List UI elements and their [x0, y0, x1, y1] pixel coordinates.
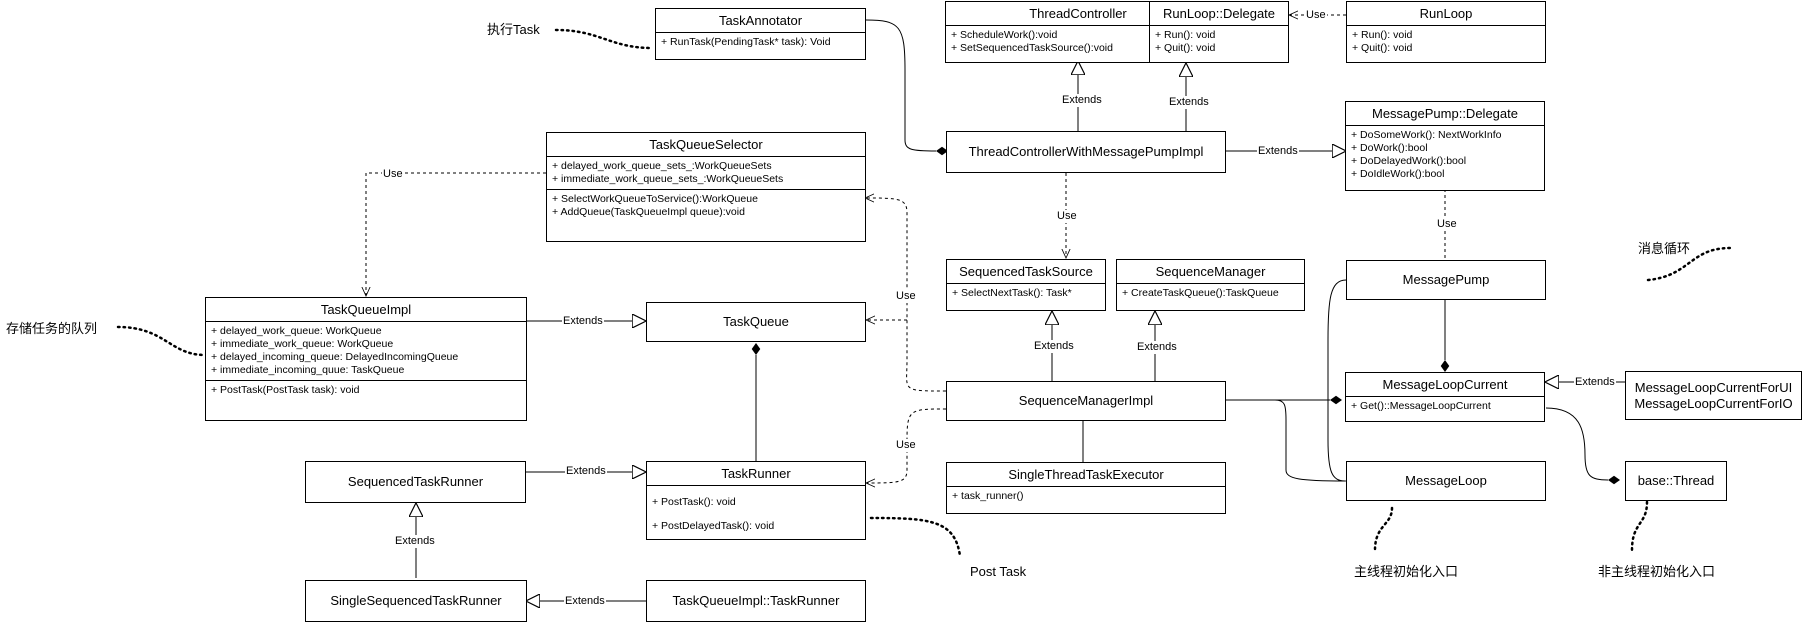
class-base-thread: base::Thread — [1625, 461, 1727, 501]
label-queue-impl-extends: Extends — [562, 315, 604, 328]
label-pump-use: Use — [1436, 218, 1458, 231]
class-title: RunLoop::Delegate — [1150, 2, 1288, 26]
class-title: SingleThreadTaskExecutor — [947, 463, 1225, 487]
class-title: TaskQueueSelector — [547, 133, 865, 157]
label-loop-current-extends: Extends — [1574, 376, 1616, 389]
class-task-queue-impl: TaskQueueImpl + delayed_work_queue: Work… — [205, 297, 527, 421]
label-extends-runloop-delegate: Extends — [1168, 96, 1210, 109]
class-title: TaskQueueImpl — [206, 298, 526, 322]
label-selector-use: Use — [382, 168, 404, 181]
label-controller-use: Use — [1056, 210, 1078, 223]
note-link-run-task — [554, 28, 654, 50]
class-method: + PostTask(PostTask task): void — [211, 384, 360, 396]
edge-pump-curve-to-message-loop — [1327, 279, 1357, 486]
class-method: + RunTask(PendingTask* task): Void — [661, 36, 831, 48]
label-extends-task-source: Extends — [1033, 340, 1075, 353]
class-method: + AddQueue(TaskQueueImpl queue):void — [552, 206, 745, 218]
class-message-loop: MessageLoop — [1346, 461, 1546, 501]
note-storage-queue: 存储任务的队列 — [6, 321, 98, 336]
edge-selector-use-queue-impl — [366, 172, 546, 296]
note-link-post-task — [869, 516, 962, 558]
class-message-loop-current-for-ui-io: MessageLoopCurrentForUI MessageLoopCurre… — [1625, 371, 1802, 420]
class-title: SequenceManager — [1117, 260, 1304, 284]
note-main-thread-entry: 主线程初始化入口 — [1354, 564, 1459, 579]
label-seqmgr-use-task-runner: Use — [895, 439, 917, 452]
note-link-main-thread-entry — [1373, 506, 1394, 552]
class-method: + DoSomeWork(): NextWorkInfo — [1351, 129, 1502, 141]
class-method: + PostTask(): void — [652, 496, 736, 508]
note-link-message-loop-cycle — [1646, 246, 1732, 282]
note-message-loop-cycle: 消息循环 — [1638, 241, 1691, 256]
class-title: SequencedTaskSource — [947, 260, 1105, 284]
note-non-main-thread-entry: 非主线程初始化入口 — [1598, 564, 1716, 579]
edge-seqmgr-use-selector — [865, 198, 947, 392]
class-task-queue-impl-task-runner: TaskQueueImpl::TaskRunner — [646, 580, 866, 622]
class-method: + SelectWorkQueueToService():WorkQueue — [552, 193, 758, 205]
class-name-for-io: MessageLoopCurrentForIO — [1634, 395, 1793, 411]
note-link-non-main-thread-entry — [1630, 500, 1649, 552]
class-attribute: + immediate_work_queue: WorkQueue — [211, 338, 394, 350]
edge-loop-current-to-thread — [1545, 407, 1620, 485]
label-runloop-use: Use — [1305, 9, 1327, 22]
class-attribute: + immediate_incoming_quue: TaskQueue — [211, 364, 405, 376]
class-title: MessageLoopCurrent — [1346, 373, 1544, 397]
label-seqmgr-use-task-queue: Use — [895, 290, 917, 303]
class-thread-controller-with-message-pump-impl: ThreadControllerWithMessagePumpImpl — [946, 131, 1226, 173]
class-method: + Run(): void — [1352, 29, 1413, 41]
class-method: + DoIdleWork():bool — [1351, 168, 1445, 180]
class-method: + Quit(): void — [1155, 42, 1216, 54]
class-sequence-manager: SequenceManager + CreateTaskQueue():Task… — [1116, 259, 1305, 311]
class-method: + Get()::MessageLoopCurrent — [1351, 400, 1491, 412]
class-method: + DoWork():bool — [1351, 142, 1428, 154]
class-method: + SelectNextTask(): Task* — [952, 287, 1072, 299]
class-method: + PostDelayedTask(): void — [652, 520, 775, 532]
class-task-annotator: TaskAnnotator + RunTask(PendingTask* tas… — [655, 8, 866, 60]
class-title: RunLoop — [1347, 2, 1545, 26]
label-extends-sequence-manager: Extends — [1136, 341, 1178, 354]
class-title: TaskAnnotator — [656, 9, 865, 33]
class-attribute: + delayed_incoming_queue: DelayedIncomin… — [211, 351, 459, 363]
class-message-pump: MessagePump — [1346, 260, 1546, 300]
class-task-runner: TaskRunner + PostTask(): void + PostDela… — [646, 461, 866, 540]
class-method: + Quit(): void — [1352, 42, 1413, 54]
class-task-queue-selector: TaskQueueSelector + delayed_work_queue_s… — [546, 132, 866, 242]
class-attribute: + delayed_work_queue_sets_:WorkQueueSets — [552, 160, 772, 172]
edge-seqmgr-to-message-loop — [1226, 399, 1357, 486]
note-link-storage-queue — [116, 325, 207, 357]
class-method: + SetSequencedTaskSource():void — [951, 42, 1113, 54]
class-sequenced-task-source: SequencedTaskSource + SelectNextTask(): … — [946, 259, 1106, 311]
class-single-thread-task-executor: SingleThreadTaskExecutor + task_runner() — [946, 462, 1226, 514]
class-attribute: + delayed_work_queue: WorkQueue — [211, 325, 382, 337]
class-method: + DoDelayedWork():bool — [1351, 155, 1467, 167]
note-post-task: Post Task — [970, 564, 1027, 579]
label-extends-thread-controller: Extends — [1061, 94, 1103, 107]
class-message-pump-delegate: MessagePump::Delegate + DoSomeWork(): Ne… — [1345, 101, 1545, 191]
class-sequenced-task-runner: SequencedTaskRunner — [305, 461, 526, 503]
class-runloop-delegate: RunLoop::Delegate + Run(): void + Quit()… — [1149, 1, 1289, 63]
class-method: + task_runner() — [952, 490, 1024, 502]
label-extends-pump-delegate: Extends — [1257, 145, 1299, 158]
class-name-for-ui: MessageLoopCurrentForUI — [1634, 379, 1793, 395]
class-message-loop-current: MessageLoopCurrent + Get()::MessageLoopC… — [1345, 372, 1545, 422]
label-single-extends: Extends — [394, 535, 436, 548]
class-method: + Run(): void — [1155, 29, 1216, 41]
class-title: ThreadController — [946, 2, 1210, 26]
class-task-queue: TaskQueue — [646, 302, 866, 342]
note-run-task: 执行Task — [487, 22, 540, 37]
class-single-sequenced-task-runner: SingleSequencedTaskRunner — [305, 580, 527, 622]
class-method: + CreateTaskQueue():TaskQueue — [1122, 287, 1279, 299]
edge-annotator-to-controller-impl — [865, 19, 948, 156]
class-title: MessagePump::Delegate — [1346, 102, 1544, 126]
class-method: + ScheduleWork():void — [951, 29, 1058, 41]
class-sequence-manager-impl: SequenceManagerImpl — [946, 381, 1226, 421]
class-attribute: + immediate_work_queue_sets_:WorkQueueSe… — [552, 173, 784, 185]
class-runloop: RunLoop + Run(): void + Quit(): void — [1346, 1, 1546, 63]
label-taskqueue-runner-extends: Extends — [564, 595, 606, 608]
class-title: TaskRunner — [647, 462, 865, 486]
label-sequenced-runner-extends: Extends — [565, 465, 607, 478]
